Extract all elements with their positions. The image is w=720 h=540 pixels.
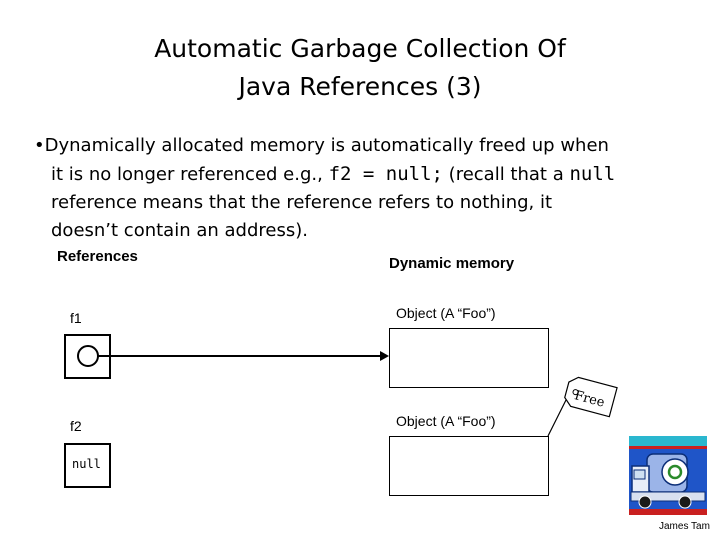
dynamic-memory-heading: Dynamic memory bbox=[389, 255, 515, 272]
f2-label: f2 bbox=[70, 418, 82, 434]
f1-pointer-origin bbox=[77, 345, 99, 367]
code-f2-null: f2 = null; bbox=[328, 163, 443, 185]
free-tag bbox=[564, 376, 618, 418]
object1-label: Object (A “Foo”) bbox=[396, 305, 496, 321]
title-line-2: Java References (3) bbox=[238, 72, 482, 101]
bullet-line-3: reference means that the reference refer… bbox=[51, 192, 553, 213]
bullet-text: •Dynamically allocated memory is automat… bbox=[34, 132, 694, 245]
f2-null-value: null bbox=[72, 457, 101, 471]
f1-label: f1 bbox=[70, 310, 82, 326]
author-credit: James Tam bbox=[659, 521, 710, 532]
object1-box bbox=[389, 328, 549, 388]
bullet-line-1: •Dynamically allocated memory is automat… bbox=[34, 135, 609, 156]
tag-hole-icon bbox=[572, 389, 579, 396]
bullet-line-4: doesn’t contain an address). bbox=[51, 220, 308, 241]
bullet-line-2: it is no longer referenced e.g., f2 = nu… bbox=[51, 163, 616, 185]
code-null: null bbox=[569, 163, 616, 185]
title-line-1: Automatic Garbage Collection Of bbox=[154, 34, 566, 63]
f2-reference-box bbox=[64, 443, 111, 488]
object2-box bbox=[389, 436, 549, 496]
references-heading: References bbox=[57, 248, 138, 265]
bullet-marker: • bbox=[34, 135, 45, 156]
object2-label: Object (A “Foo”) bbox=[396, 413, 496, 429]
garbage-truck-image bbox=[629, 436, 707, 515]
slide-title: Automatic Garbage Collection Of Java Ref… bbox=[0, 30, 720, 106]
f1-arrowhead bbox=[380, 351, 389, 361]
